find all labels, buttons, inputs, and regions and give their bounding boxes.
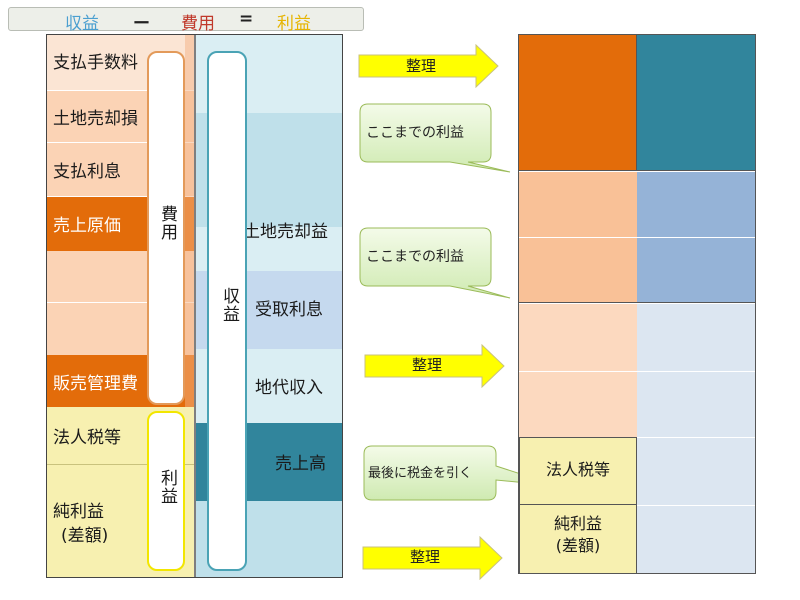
column-divider (194, 35, 196, 577)
label-cost-of-sales: 売上原価 (53, 216, 121, 236)
callout-subtract-tax-text: 最後に税金を引く (368, 466, 473, 481)
label-income-tax: 法人税等 (53, 428, 121, 448)
grid-revenue-2b (637, 237, 755, 303)
income-statement-table: 支払手数料 土地売却損 支払利息 売上原価 販売管理費 法人税等 純利益 (差額… (46, 34, 343, 578)
formula-profit: 利益 (277, 14, 311, 34)
grid-line-2 (519, 302, 755, 303)
organize-arrow-3-label: 整理 (410, 548, 441, 566)
formula-expense: 費用 (181, 14, 215, 34)
organized-statement-grid: 法人税等 純利益 (差額) (518, 34, 756, 574)
organize-arrow-1-label: 整理 (406, 57, 437, 75)
callout-profit-so-far-1 (359, 103, 511, 173)
label-land-loss: 土地売却損 (53, 109, 138, 129)
callout-profit-so-far-2-text: ここまでの利益 (366, 249, 464, 265)
label-land-gain: 土地売却益 (243, 222, 328, 242)
expense-bracket-label: 費用 (157, 205, 177, 241)
grid-revenue-3b (637, 371, 755, 437)
grid-revenue-top (637, 35, 755, 171)
organize-arrow-1 (358, 44, 499, 88)
organize-arrow-3 (362, 536, 503, 580)
revenue-bracket-label: 収益 (219, 287, 239, 323)
grid-revenue-4a (637, 437, 755, 505)
grid-expense-2a (519, 171, 637, 237)
callout-subtract-tax (363, 445, 559, 501)
grid-net-income (519, 505, 637, 573)
callout-profit-so-far-2 (359, 227, 511, 299)
label-interest-paid: 支払利息 (53, 162, 121, 182)
grid-expense-2b (519, 237, 637, 303)
label-sales: 売上高 (275, 454, 326, 474)
grid-income-tax (519, 437, 637, 505)
formula-equals: = (239, 9, 254, 29)
grid-revenue-3a (637, 303, 755, 371)
grid-revenue-2a (637, 171, 755, 237)
grid-revenue-4b (637, 505, 755, 573)
grid-expense-3a (519, 303, 637, 371)
grid-divider-top (636, 35, 637, 171)
label-interest-received: 受取利息 (255, 300, 323, 320)
label-sga: 販売管理費 (53, 374, 138, 394)
grid-label-net-income-note: (差額) (555, 536, 601, 555)
label-net-income: 純利益 (53, 502, 104, 522)
grid-expense-top (519, 35, 637, 171)
formula-revenue: 収益 (65, 14, 99, 34)
label-net-income-note: (差額) (61, 526, 109, 546)
revenue-bracket (207, 51, 247, 571)
organize-arrow-2 (364, 344, 505, 388)
callout-profit-so-far-1-text: ここまでの利益 (366, 125, 464, 141)
formula-banner: 収益 ー 費用 = 利益 (8, 7, 364, 34)
expense-strip (185, 35, 195, 407)
organize-arrow-2-label: 整理 (412, 356, 443, 374)
grid-label-net-income: 純利益 (553, 514, 602, 533)
label-rent-income: 地代収入 (255, 378, 323, 398)
grid-expense-3b (519, 371, 637, 437)
expense-bracket (147, 51, 185, 405)
profit-bracket (147, 411, 185, 571)
profit-bracket-label: 利益 (157, 469, 177, 505)
label-commission: 支払手数料 (53, 53, 138, 73)
grid-label-income-tax: 法人税等 (545, 460, 610, 479)
formula-minus: ー (133, 14, 150, 34)
grid-line-1 (519, 170, 755, 171)
